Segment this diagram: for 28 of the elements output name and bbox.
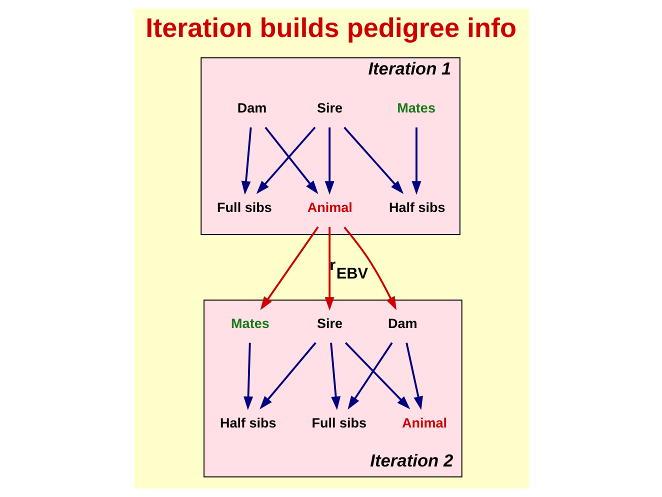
node-text: Full sibs <box>216 200 272 215</box>
node-text: Dam <box>236 100 266 116</box>
node-text: Animal <box>306 200 352 215</box>
node-text: Sire <box>316 100 342 116</box>
node-text: Dam <box>388 316 417 331</box>
node-text: Full sibs <box>311 415 366 430</box>
arrow <box>260 226 318 310</box>
arrow <box>330 342 340 410</box>
arrow <box>324 226 334 311</box>
arrow <box>405 342 422 410</box>
node-text: Half sibs <box>388 200 445 215</box>
arrow <box>411 127 421 195</box>
arrow <box>343 226 396 310</box>
arrow <box>344 342 410 410</box>
node-text: Mates <box>396 100 435 116</box>
arrow <box>343 126 404 194</box>
node-text: Half sibs <box>219 415 276 430</box>
node-text: Mates <box>230 316 269 331</box>
arrow <box>264 126 318 194</box>
arrow <box>256 126 316 194</box>
arrow <box>347 342 392 410</box>
node-text: Animal <box>402 415 447 430</box>
arrow <box>240 127 252 195</box>
diagram-title: Iteration builds pedigree info <box>145 12 516 43</box>
arrow <box>324 127 334 195</box>
node-text: Sire <box>316 316 342 331</box>
arrow <box>243 342 253 410</box>
arrow <box>259 342 316 410</box>
